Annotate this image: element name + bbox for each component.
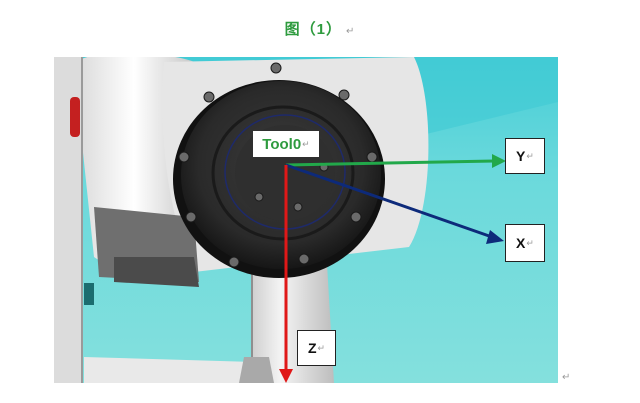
x-axis-arrow <box>285 163 493 239</box>
paragraph-mark: ↵ <box>302 138 310 149</box>
figure-caption: 图（1）↵ <box>0 18 640 39</box>
tool0-label: Tool0↵ <box>253 131 319 157</box>
robot-flange-figure <box>54 57 558 383</box>
y-axis-label-text: Y <box>516 148 526 164</box>
y-axis-label: Y↵ <box>505 138 545 174</box>
tool0-label-text: Tool0 <box>262 135 302 153</box>
paragraph-mark: ↵ <box>345 26 356 37</box>
paragraph-mark: ↵ <box>526 237 534 248</box>
x-axis-label-text: X <box>516 235 526 251</box>
paragraph-mark: ↵ <box>526 150 534 161</box>
z-axis-label-text: Z <box>307 340 317 356</box>
paragraph-mark: ↵ <box>317 342 326 353</box>
end-paragraph-mark: ↵ <box>562 372 571 383</box>
coordinate-axes <box>279 154 506 383</box>
robot-flange-illustration <box>54 57 558 383</box>
x-axis-label: X↵ <box>505 224 545 262</box>
y-axis-arrow <box>285 159 495 167</box>
z-axis-label: Z↵ <box>297 330 336 366</box>
caption-text: 图（1） <box>284 21 342 38</box>
